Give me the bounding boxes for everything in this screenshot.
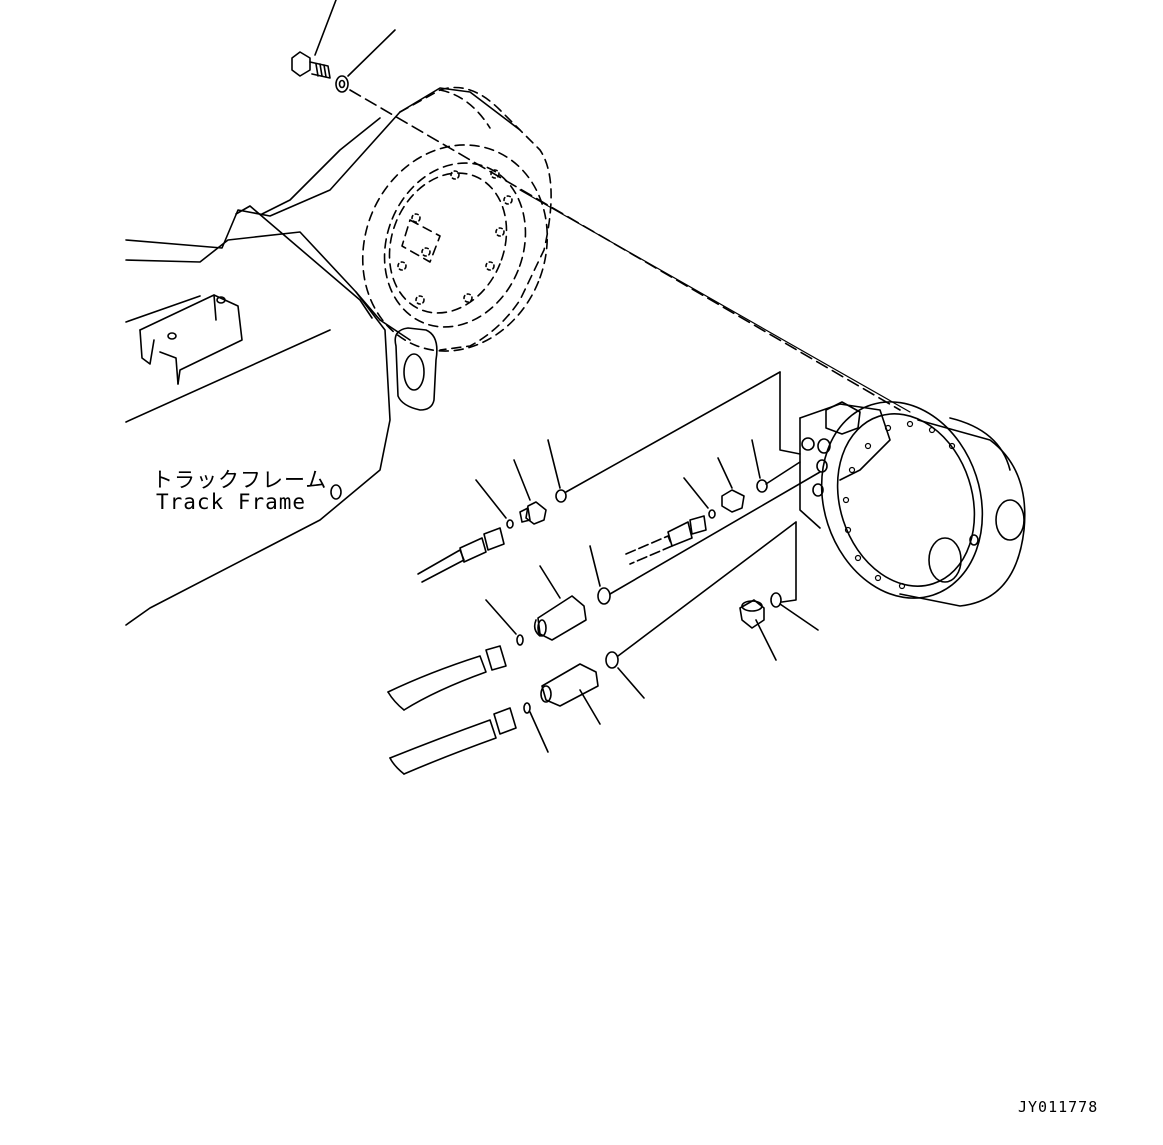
upper-hose-right [625, 515, 707, 565]
lower-hose [389, 707, 517, 775]
plug [739, 592, 819, 661]
upper-fitting-left [475, 371, 801, 529]
travel-motor [799, 401, 1026, 607]
middle-hose [387, 645, 507, 711]
upper-fitting-right [683, 439, 801, 519]
washer [335, 29, 396, 93]
track-frame-label-jp: トラックフレーム [152, 468, 328, 492]
track-frame-label-en: Track Frame [156, 490, 307, 514]
upper-hose-left [417, 527, 505, 583]
track-frame [125, 86, 552, 626]
mounting-bolt [291, 0, 337, 79]
lower-connector [523, 521, 797, 753]
middle-connector [485, 471, 821, 646]
drawing-id: JY011778 [1018, 1098, 1099, 1116]
flange-guide-line [519, 189, 911, 413]
